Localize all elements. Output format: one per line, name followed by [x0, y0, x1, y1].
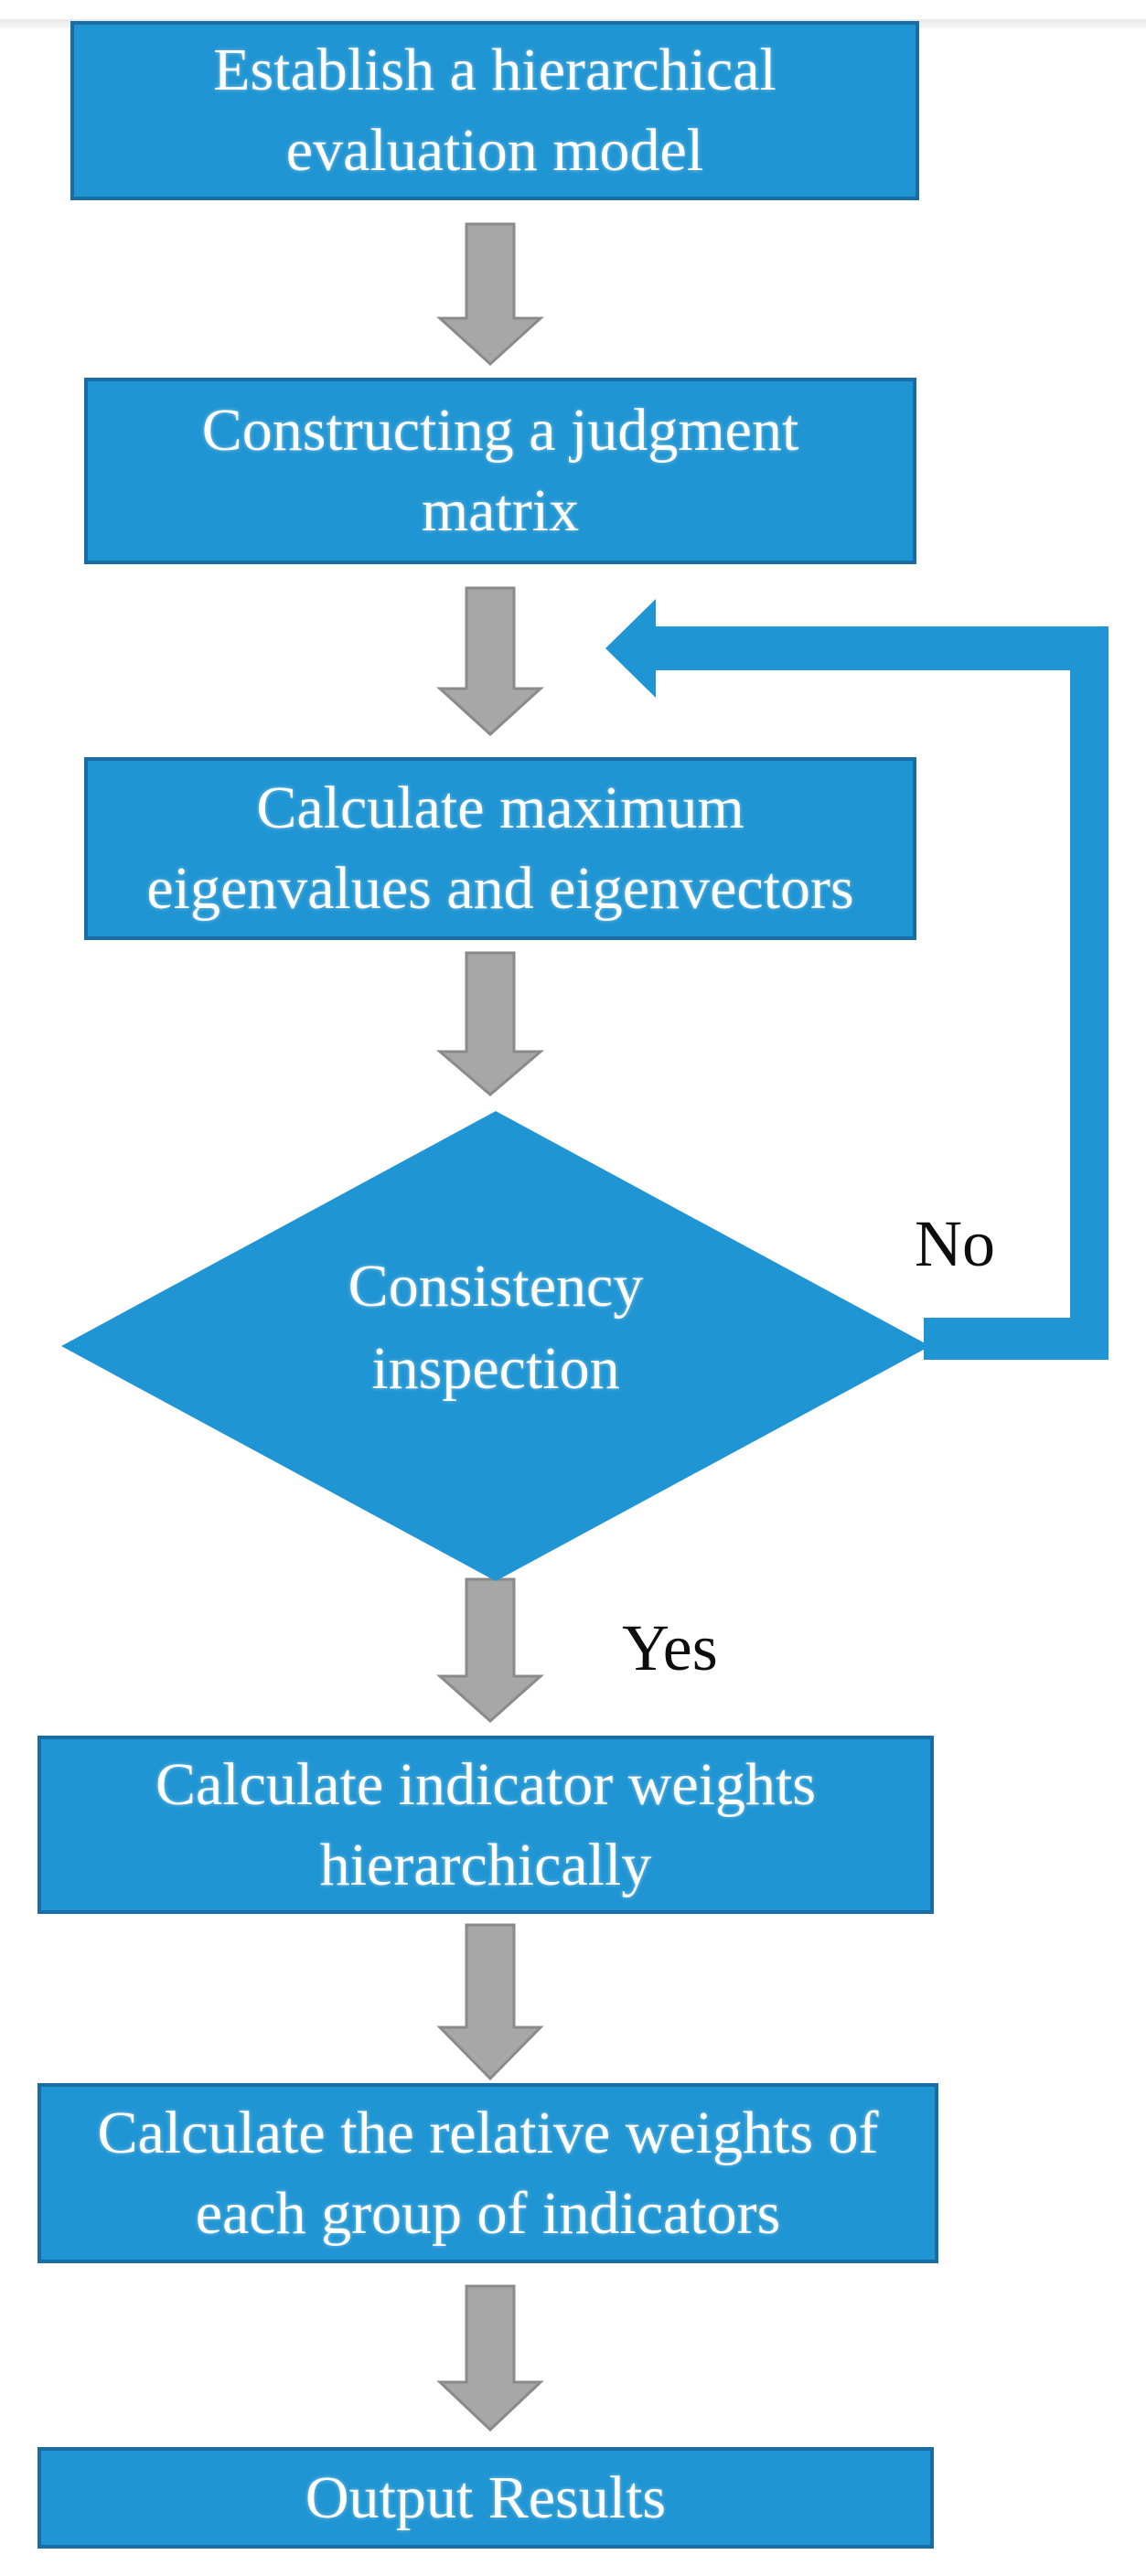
no-loop-top-bar	[640, 626, 1109, 670]
node-judgment-matrix-label: Constructing a judgment matrix	[201, 397, 799, 544]
node-output-results: Output Results	[37, 2447, 934, 2549]
branch-label-yes: Yes	[622, 1611, 718, 1684]
down-arrow-2	[436, 586, 544, 737]
decision-consistency-label: Consistency inspection	[348, 1253, 644, 1402]
node-establish-model: Establish a hierarchical evaluation mode…	[70, 21, 919, 200]
decision-diamond-shape	[61, 1111, 930, 1581]
node-indicator-weights: Calculate indicator weights hierarchical…	[37, 1736, 934, 1914]
no-loop-vertical-bar	[1070, 626, 1109, 1360]
down-arrow-6	[436, 2284, 544, 2432]
down-arrow-3	[435, 951, 545, 1096]
node-judgment-matrix: Constructing a judgment matrix	[84, 378, 916, 564]
down-arrow-4	[436, 1577, 544, 1724]
node-eigenvalues-label: Calculate maximum eigenvalues and eigenv…	[146, 775, 854, 922]
node-output-results-label: Output Results	[305, 2464, 667, 2531]
down-arrow-5	[436, 1923, 544, 2081]
node-eigenvalues: Calculate maximum eigenvalues and eigenv…	[84, 757, 916, 940]
node-relative-weights-label: Calculate the relative weights of each g…	[97, 2099, 879, 2247]
down-arrow-1	[436, 222, 544, 367]
node-establish-model-label: Establish a hierarchical evaluation mode…	[213, 37, 776, 184]
node-indicator-weights-label: Calculate indicator weights hierarchical…	[155, 1750, 817, 1898]
branch-label-no: No	[915, 1207, 995, 1280]
node-relative-weights: Calculate the relative weights of each g…	[37, 2083, 938, 2263]
no-loop-arrowhead-icon	[605, 599, 656, 698]
